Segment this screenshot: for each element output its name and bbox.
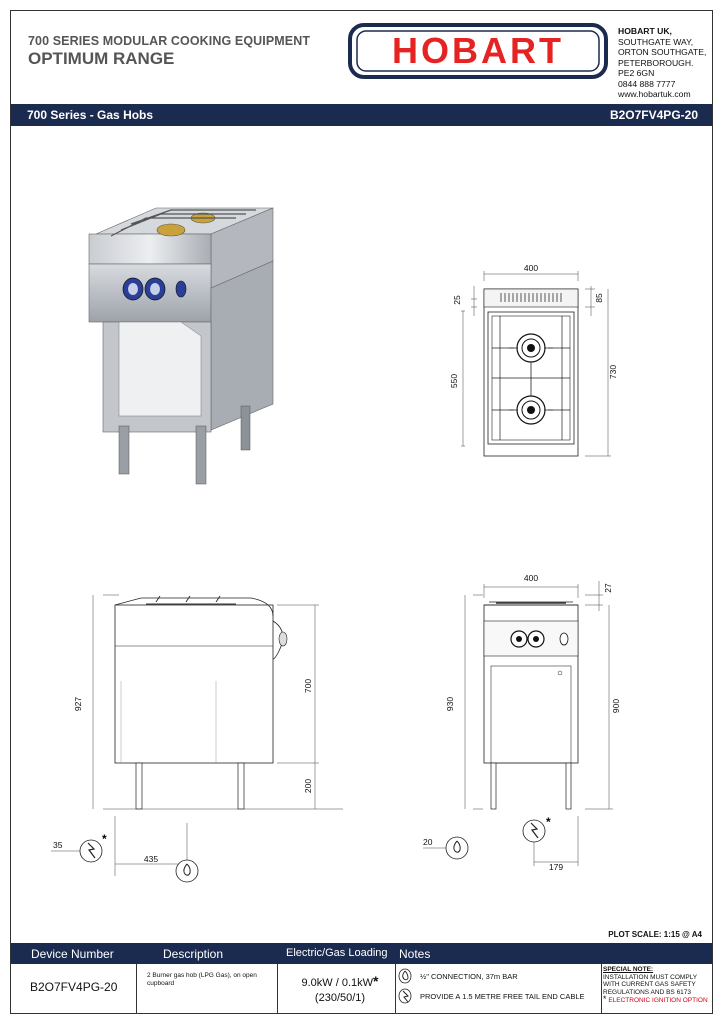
- electric-connection-icon: [398, 988, 412, 1004]
- address-line: PETERBOROUGH.: [618, 57, 694, 68]
- header-loading: Electric/Gas Loading: [286, 947, 388, 959]
- technical-drawings: 400 550 25 85 730 927 700 200 35 * 435: [51, 207, 621, 883]
- table-header-band: Device Number Description Electric/Gas L…: [11, 943, 712, 964]
- dim-top-depth: 730: [608, 365, 618, 379]
- range-title: OPTIMUM RANGE: [28, 49, 175, 68]
- dim-side-base: 435: [144, 854, 158, 864]
- logo-text: HOBART: [392, 30, 564, 71]
- address-line: 0844 888 7777: [618, 78, 676, 89]
- description-text: 2 Burner gas hob (LPG Gas), on open cupb…: [147, 972, 257, 987]
- dim-side-body: 700: [303, 679, 313, 693]
- note-gas-connection: ½" CONNECTION, 37m BAR: [420, 972, 518, 981]
- address-line: PE2 6GN: [618, 68, 655, 78]
- special-note-ignition: ELECTRONIC IGNITION OPTION: [608, 997, 708, 1004]
- sheet-frame: [10, 10, 713, 1014]
- gas-connection-icon: [398, 968, 412, 984]
- dim-front-elec-offset: 179: [549, 862, 563, 872]
- dim-front-overall: 930: [445, 697, 455, 711]
- side-view-drawing: 927 700 200 35 * 435: [51, 594, 343, 883]
- dim-front-top: 27: [603, 583, 613, 593]
- product-render: [88, 207, 274, 485]
- top-view-drawing: 400 550 25 85 730: [449, 263, 618, 457]
- dim-side-legs: 200: [303, 779, 313, 793]
- address-line: SOUTHGATE WAY,: [618, 36, 694, 47]
- special-note: SPECIAL NOTE: INSTALLATION MUST COMPLY W…: [603, 966, 712, 1005]
- dim-top-left: 25: [452, 295, 462, 305]
- special-note-heading: SPECIAL NOTE:: [603, 966, 654, 973]
- dim-top-inner: 550: [449, 374, 459, 388]
- loading-line1: 9.0kW / 0.1kW: [301, 977, 374, 989]
- header-notes: Notes: [399, 947, 431, 961]
- front-view-drawing: 400 27 930 900 20 * 179: [423, 573, 621, 872]
- loading-line2: (230/50/1): [314, 992, 366, 1004]
- electric-connection-icon: [530, 822, 539, 839]
- dim-top-width: 400: [524, 263, 538, 273]
- header-device-number: Device Number: [31, 947, 114, 961]
- electric-connection-icon: [87, 842, 96, 859]
- address-line: www.hobartuk.com: [618, 89, 691, 99]
- dim-front-width: 400: [524, 573, 538, 583]
- spec-table-row: [11, 964, 712, 1013]
- dim-side-height: 927: [73, 697, 83, 711]
- front-electric-star: *: [546, 815, 551, 829]
- product-code: B2O7FV4PG-20: [609, 108, 698, 122]
- hobart-logo: HOBART: [348, 23, 608, 79]
- side-electric-star: *: [102, 832, 107, 846]
- address-line: HOBART UK,: [618, 26, 672, 36]
- address-line: ORTON SOUTHGATE,: [618, 47, 707, 57]
- dim-front-body: 900: [611, 699, 621, 713]
- device-number: B2O7FV4PG-20: [30, 980, 118, 994]
- note-electric-cable: PROVIDE A 1.5 METRE FREE TAIL END CABLE: [420, 992, 585, 1001]
- title-band: 700 Series - Gas Hobs B2O7FV4PG-20: [11, 104, 712, 126]
- product-title: 700 Series - Gas Hobs: [27, 108, 154, 122]
- gas-connection-icon: [183, 863, 191, 876]
- special-note-text: INSTALLATION MUST COMPLY WITH CURRENT GA…: [603, 973, 698, 996]
- series-title: 700 SERIES MODULAR COOKING EQUIPMENT: [28, 34, 311, 48]
- plot-scale: PLOT SCALE: 1:15 @ A4: [608, 930, 702, 939]
- dim-side-gas-offset: 35: [53, 840, 63, 850]
- dim-front-gas-offset: 20: [423, 837, 433, 847]
- gas-connection-icon: [453, 840, 461, 853]
- special-note-star: *: [603, 994, 607, 1004]
- dim-top-right: 85: [594, 293, 604, 303]
- company-address: HOBART UK, SOUTHGATE WAY, ORTON SOUTHGAT…: [618, 26, 706, 100]
- header-description: Description: [163, 947, 224, 961]
- loading-value: 9.0kW / 0.1kW* (230/50/1): [288, 974, 392, 1006]
- loading-star: *: [373, 973, 379, 989]
